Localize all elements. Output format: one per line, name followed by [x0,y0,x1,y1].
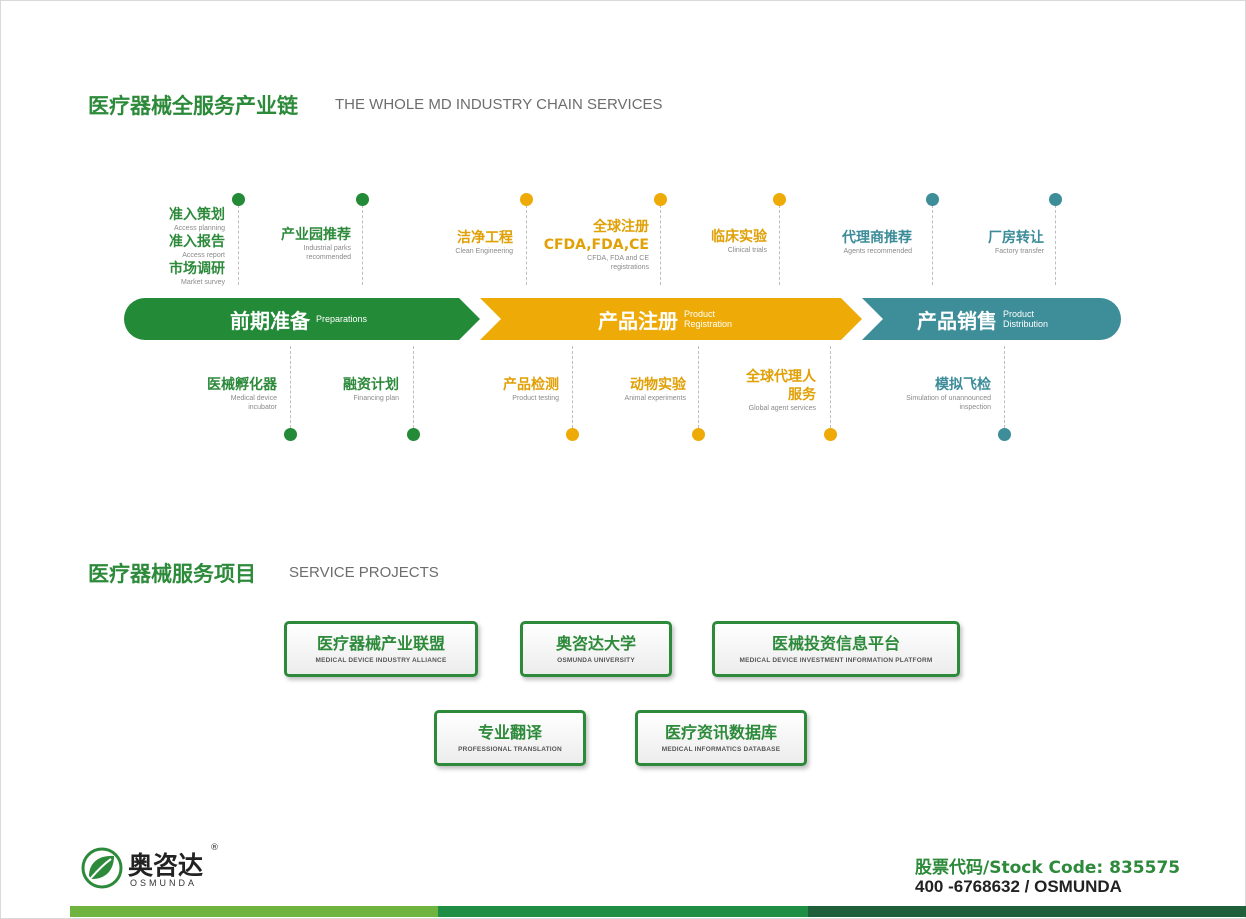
milestone-dot [998,428,1011,441]
milestone-dot [692,428,705,441]
footer-bar-light [70,906,438,917]
bottom-item-financing: 融资计划 Financing plan [343,377,399,402]
connector-line [1055,205,1056,285]
connector-line [526,205,527,285]
milestone-dot [824,428,837,441]
services-subtitle: SERVICE PROJECTS [289,564,439,581]
connector-line [290,346,291,428]
osmunda-leaf-logo-icon [81,847,123,889]
stock-code: 股票代码/Stock Code: 835575 [915,858,1181,878]
stage-label-distribution: 产品销售 Product Distribution [917,308,1049,333]
milestone-dot [773,193,786,206]
top-item-clean-engineering: 洁净工程 Clean Engineering [455,230,513,255]
chain-title: 医疗器械全服务产业链 [88,94,298,118]
milestone-dot [566,428,579,441]
bottom-item-simulation: 模拟飞检 Simulation of unannounced inspectio… [906,377,991,411]
stage-arrow-distribution [862,298,1121,340]
bottom-item-animal-experiments: 动物实验 Animal experiments [624,377,686,402]
top-item-industrial-parks: 产业园推荐 Industrial parks recommended [281,227,351,261]
top-item-agents: 代理商推荐 Agents recommended [842,230,912,255]
connector-line [1004,346,1005,428]
chain-subtitle: THE WHOLE MD INDUSTRY CHAIN SERVICES [335,96,663,113]
stage-label-preparations: 前期准备 Preparations [230,308,368,333]
services-title: 医疗器械服务项目 [88,562,256,586]
bottom-item-global-agent: 全球代理人 服务 Global agent services [746,369,816,412]
connector-line [698,346,699,428]
service-investment-platform[interactable]: 医械投资信息平台 MEDICAL DEVICE INVESTMENT INFOR… [712,621,960,677]
milestone-dot [232,193,245,206]
bottom-item-product-testing: 产品检测 Product testing [503,377,559,402]
connector-line [238,205,239,285]
phone-number: 400 -6768632 / OSMUNDA [915,877,1122,896]
top-item-clinical-trials: 临床实验 Clinical trials [711,229,767,254]
milestone-dot [356,193,369,206]
top-item-global-registration: 全球注册 CFDA,FDA,CE CFDA, FDA and CE regist… [543,219,649,271]
milestone-dot [520,193,533,206]
footer-bar-mid [438,906,808,917]
logo-text: 奥咨达 [128,851,204,880]
connector-line [779,205,780,285]
top-item-factory-transfer: 厂房转让 Factory transfer [988,230,1044,255]
bottom-item-incubator: 医械孵化器 Medical device incubator [207,377,277,411]
stage-label-registration: 产品注册 Product Registration [598,308,733,333]
milestone-dot [1049,193,1062,206]
stage-arrows [124,298,1121,340]
service-professional-translation[interactable]: 专业翻译 PROFESSIONAL TRANSLATION [434,710,586,766]
connector-line [932,205,933,285]
milestone-dot [284,428,297,441]
footer-bar-dark [808,906,1246,917]
connector-line [362,205,363,285]
logo-english: OSMUNDA [130,878,198,888]
milestone-dot [654,193,667,206]
connector-line [413,346,414,428]
milestone-dot [926,193,939,206]
service-informatics-database[interactable]: 医疗资讯数据库 MEDICAL INFORMATICS DATABASE [635,710,807,766]
milestone-dot [407,428,420,441]
service-osmunda-university[interactable]: 奥咨达大学 OSMUNDA UNIVERSITY [520,621,672,677]
top-item-access: 准入策划 Access planning 准入报告 Access report … [169,207,225,286]
connector-line [830,346,831,428]
stage-arrow-registration [480,298,862,340]
connector-line [572,346,573,428]
connector-line [660,205,661,285]
service-industry-alliance[interactable]: 医疗器械产业联盟 MEDICAL DEVICE INDUSTRY ALLIANC… [284,621,478,677]
stage-arrow-preparations [124,298,480,340]
registered-mark: ® [210,843,219,853]
